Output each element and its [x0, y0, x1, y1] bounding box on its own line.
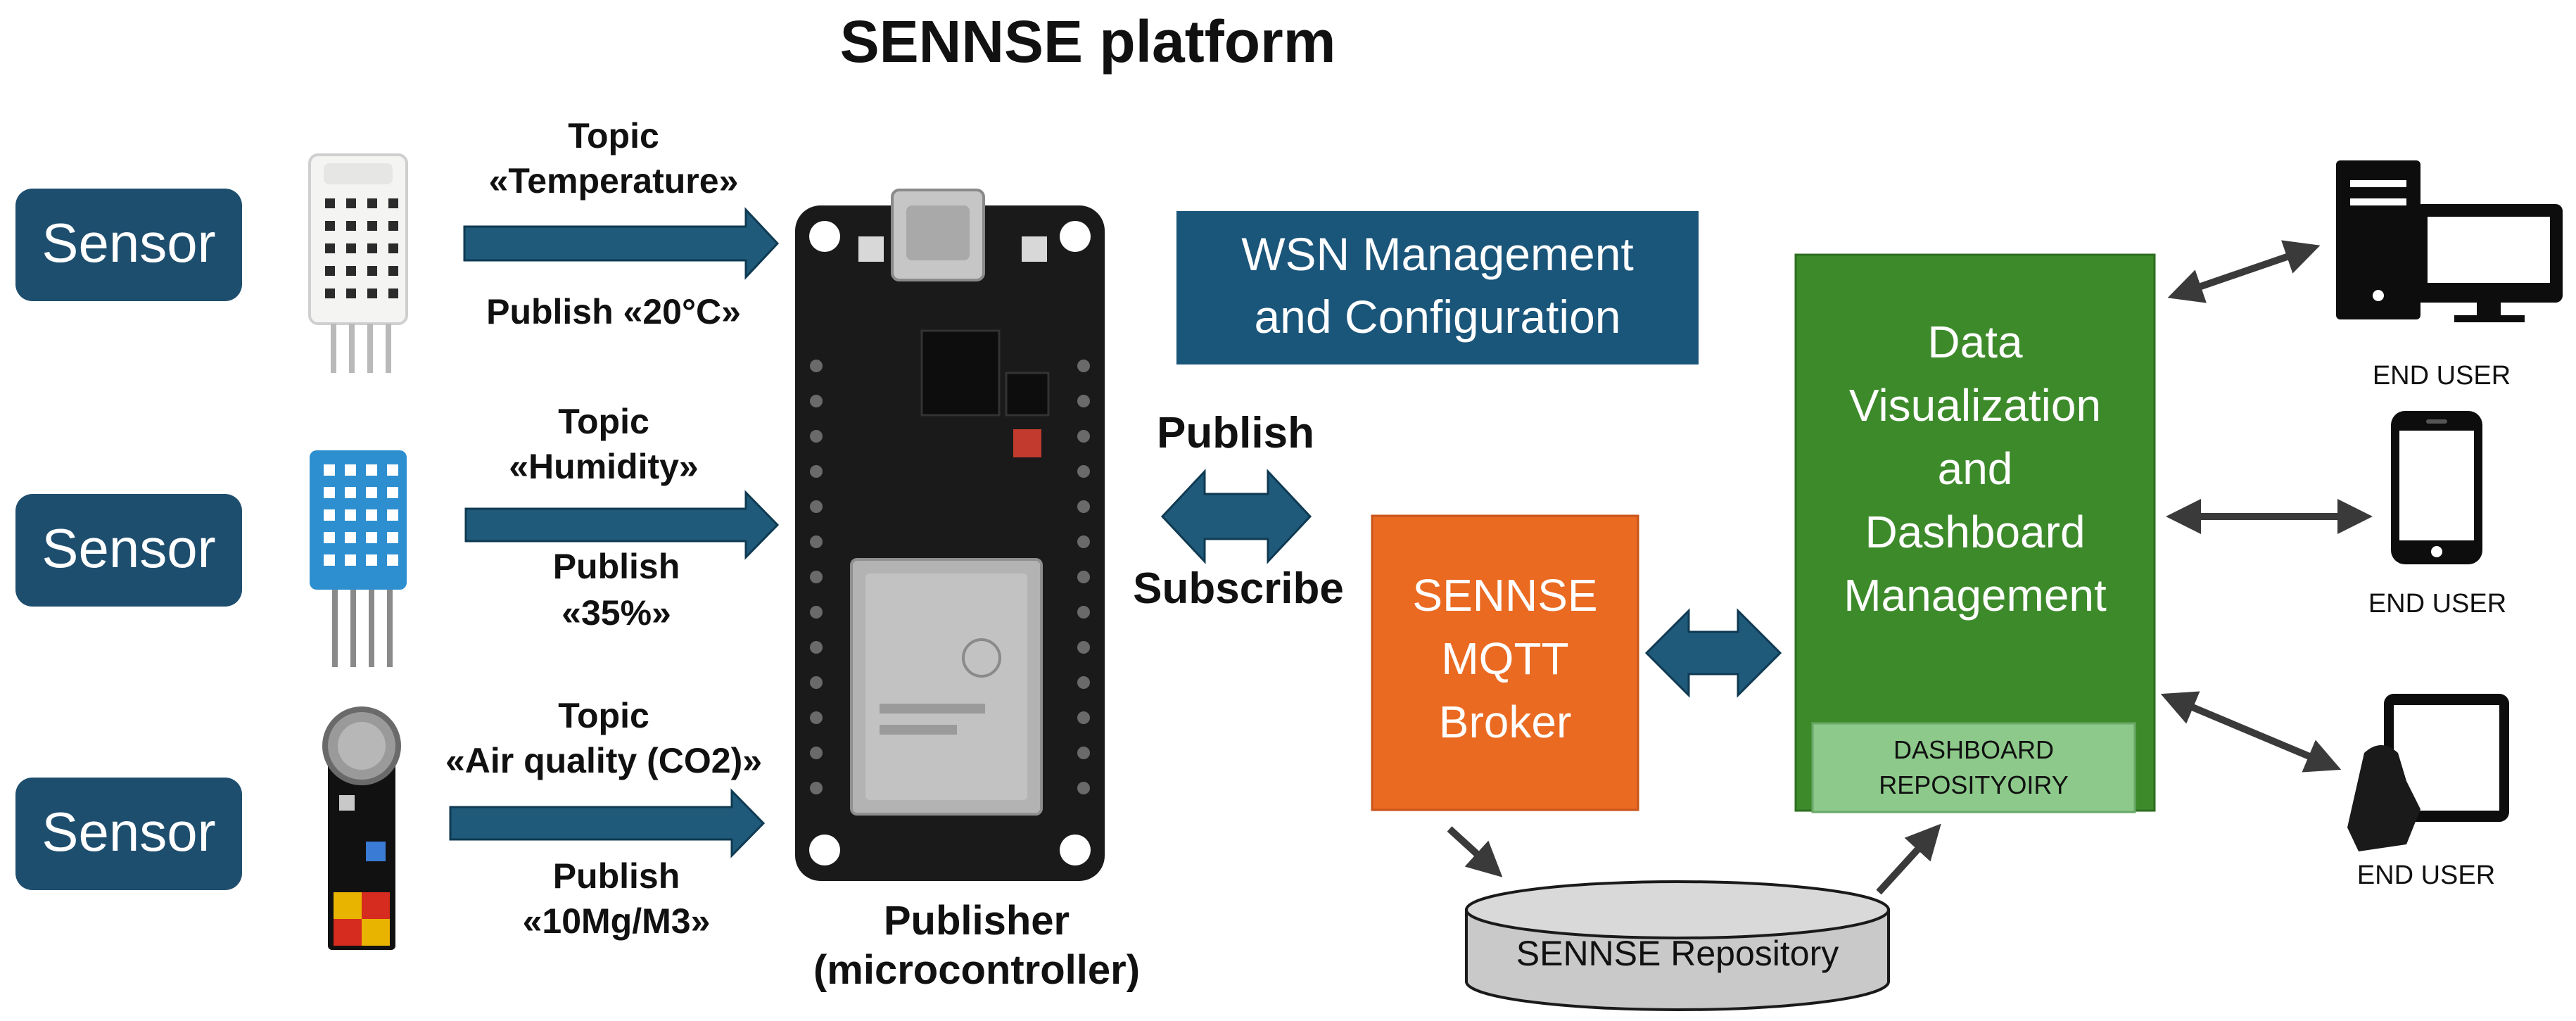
humidity-sensor-icon [310, 450, 407, 667]
visualization-label-line2: Visualization [1849, 380, 2101, 431]
mqtt-broker-box: SENNSE MQTT Broker [1371, 514, 1639, 811]
end-user-label: END USER [2368, 589, 2506, 619]
broker-visualization-arrow [1644, 608, 1782, 698]
tablet-icon [2347, 694, 2509, 851]
publish-value: «10Mg/M3» [523, 901, 711, 941]
topic-label: Topic [558, 402, 649, 441]
broker-label-line3: Broker [1439, 697, 1572, 747]
wsn-label-line2: and Configuration [1254, 291, 1620, 343]
dashboard-repo-label-line1: DASHBOARD [1893, 735, 2054, 764]
broker-to-repository-arrow [1447, 826, 1503, 877]
topic-name: «Temperature» [489, 161, 739, 201]
sensor-1-arrow [463, 207, 780, 280]
publish-value: «35%» [561, 593, 671, 633]
repository-to-visualization-arrow [1876, 823, 1941, 895]
broker-label-line1: SENNSE [1412, 570, 1597, 621]
sensor-label: Sensor [42, 517, 215, 579]
sensor-label: Sensor [42, 212, 215, 274]
topic-name: «Humidity» [509, 447, 699, 486]
topic-label: Topic [558, 696, 649, 735]
publisher-label: Publisher [884, 898, 1070, 944]
data-visualization-box: Data Visualization and Dashboard Managem… [1794, 253, 2156, 812]
visualization-label-line5: Management [1844, 570, 2107, 621]
air-quality-sensor-icon [322, 706, 401, 950]
diagram-title: SENNSE platform [840, 8, 1336, 75]
topic-name: «Air quality (CO2)» [445, 741, 762, 780]
end-user-label: END USER [2357, 861, 2495, 890]
visualization-label-line3: and [1938, 443, 2013, 494]
publish-label: Publish [1157, 409, 1314, 457]
dashboard-repo-label-line2: REPOSITYOIRY [1879, 770, 2068, 799]
end-user-3-arrow [2160, 691, 2342, 773]
publisher-sublabel: (microcontroller) [813, 947, 1140, 993]
sensor-2-labels: Topic «Humidity» Publish «35%» [509, 402, 699, 633]
end-user-label: END USER [2373, 361, 2511, 391]
publish-label: Publish [553, 547, 680, 586]
subscribe-label: Subscribe [1133, 564, 1344, 613]
smartphone-icon [2391, 411, 2482, 564]
end-user-1-arrow [2167, 240, 2321, 303]
sensor-3-arrow [449, 788, 766, 858]
sensor-2-arrow [464, 490, 780, 560]
broker-label-line2: MQTT [1441, 633, 1568, 684]
sensor-label: Sensor [42, 801, 215, 863]
sensor-1-labels: Topic «Temperature» Publish «20°C» [486, 116, 741, 331]
publish-value: Publish «20°C» [486, 292, 741, 331]
sennse-repository-cylinder: SENNSE Repository [1465, 880, 1890, 1011]
publish-label: Publish [553, 856, 680, 896]
sensor-box-3: Sensor [15, 778, 242, 890]
publish-subscribe-arrow [1160, 469, 1312, 564]
dashboard-repository-box: DASHBOARD REPOSITYOIRY [1811, 722, 2136, 813]
visualization-label-line4: Dashboard [1865, 507, 2085, 557]
wsn-label-line1: WSN Management [1241, 228, 1634, 280]
sensor-box-2: Sensor [15, 494, 242, 607]
microcontroller-board-icon [795, 189, 1105, 881]
visualization-label-line1: Data [1927, 317, 2023, 367]
sensor-box-1: Sensor [15, 189, 242, 301]
repository-label: SENNSE Repository [1516, 934, 1839, 973]
topic-label: Topic [568, 116, 659, 156]
temperature-sensor-icon [308, 153, 408, 373]
desktop-computer-icon [2336, 160, 2563, 322]
sensor-3-labels: Topic «Air quality (CO2)» Publish «10Mg/… [445, 696, 762, 941]
wsn-management-box: WSN Management and Configuration [1176, 211, 1699, 364]
